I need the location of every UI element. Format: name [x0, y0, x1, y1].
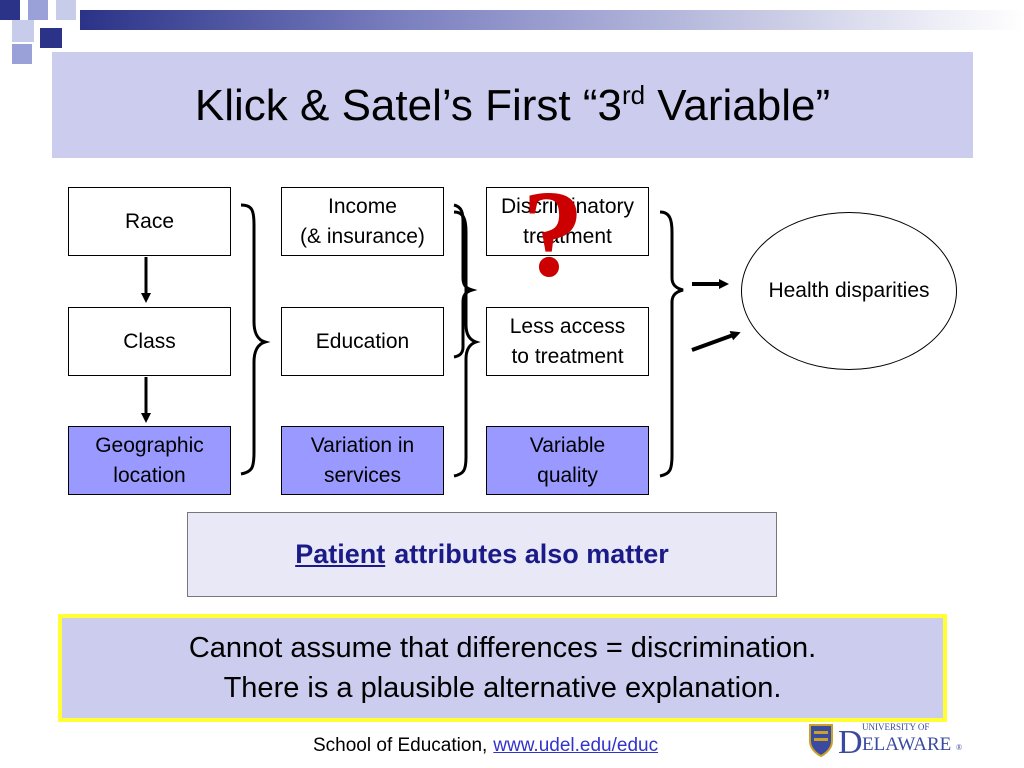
corner-square: [56, 0, 76, 20]
conclusion-callout: Cannot assume that differences = discrim…: [58, 614, 947, 722]
node-race: Race: [68, 187, 231, 256]
university-logo: D UNIVERSITY OF ELAWARE ®: [809, 722, 962, 759]
footer-text: School of Education,: [313, 735, 488, 756]
title-box: Klick & Satel’s First “3rd Variable”: [52, 52, 973, 158]
corner-square: [0, 0, 20, 20]
arrow-to-outcome-lower: [691, 331, 741, 352]
corner-square: [12, 20, 34, 42]
callout-line-2: There is a plausible alternative explana…: [223, 672, 782, 704]
svg-text:D: D: [838, 724, 863, 759]
callout-line-1: Cannot assume that differences = discrim…: [188, 632, 817, 664]
corner-square: [28, 0, 48, 20]
brace-column-2: [453, 210, 481, 478]
footer-link[interactable]: www.udel.edu/educ: [493, 735, 659, 756]
brace-column-2-upper: [453, 203, 478, 359]
patient-attributes-box: Patient attributes also matter: [187, 512, 777, 597]
patient-note-text: attributes also matter: [394, 539, 669, 569]
slide-title: Klick & Satel’s First “3rd Variable”: [194, 79, 831, 130]
corner-square: [40, 28, 62, 48]
question-mark: ?: [522, 165, 584, 302]
node-health-disparities: Health disparities: [741, 212, 957, 370]
patient-underlined: Patient: [295, 539, 386, 569]
footer: School of Education,www.udel.edu/educ: [313, 735, 658, 757]
svg-text:UNIVERSITY OF: UNIVERSITY OF: [862, 722, 929, 732]
header-gradient-bar: [80, 10, 1024, 30]
node-income: Income(& insurance): [281, 187, 444, 256]
node-class: Class: [68, 307, 231, 376]
node-education: Education: [281, 307, 444, 376]
brace-column-1: [240, 203, 271, 476]
corner-square: [12, 44, 32, 64]
svg-text:ELAWARE: ELAWARE: [862, 734, 951, 755]
brace-column-3: [659, 210, 684, 478]
svg-text:®: ®: [956, 743, 962, 752]
